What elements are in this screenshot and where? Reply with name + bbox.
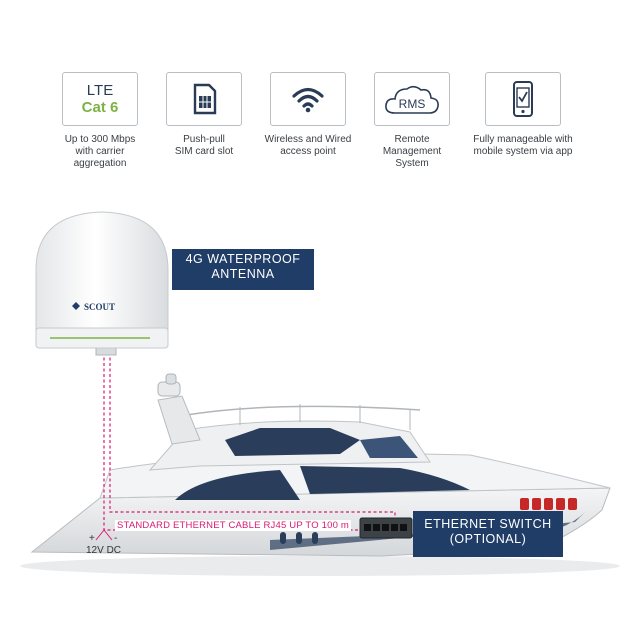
feature-sim: Push-pull SIM card slot: [156, 72, 252, 158]
feature-caption: Up to 300 Mbps with carrier aggregation: [64, 134, 136, 169]
upper-windows: [225, 428, 360, 456]
antenna-dome: SCOUT: [35, 211, 169, 356]
ethernet-switch-device: [359, 517, 413, 539]
cabin-windows: [175, 470, 300, 500]
wifi-icon: [292, 87, 324, 113]
porthole: [280, 532, 286, 544]
porthole: [312, 532, 318, 544]
hull-stripe: [270, 512, 585, 550]
lte-cat-label: Cat 6: [81, 98, 119, 116]
feature-rms: RMS Remote Management System: [364, 72, 460, 170]
red-fenders: [520, 498, 577, 510]
feature-caption: Wireless and Wired access point: [264, 134, 352, 157]
radar-arch: [157, 395, 201, 445]
cabin-windows: [300, 466, 470, 494]
lte-badge: LTE Cat 6: [62, 72, 138, 126]
phone-check-icon: [513, 81, 533, 117]
antenna-brand: SCOUT: [84, 302, 115, 312]
power-label: 12V DC: [86, 545, 122, 556]
feature-row: LTE Cat 6 Up to 300 Mbps with carrier ag…: [62, 72, 582, 182]
feature-app: Fully manageable with mobile system via …: [468, 72, 578, 158]
cable-label: STANDARD ETHERNET CABLE RJ45 UP TO 100 m: [115, 520, 352, 531]
mounted-antenna-small: [157, 373, 181, 397]
feature-caption: Fully manageable with mobile system via …: [473, 134, 573, 157]
lte-label: LTE: [86, 81, 114, 99]
ground-shadow: [20, 556, 620, 576]
power-wires: [95, 529, 113, 541]
power-plus: +: [89, 533, 95, 544]
antenna-label: 4G WATERPROOF ANTENNA: [172, 249, 314, 290]
rms-icon-text: RMS: [399, 97, 426, 111]
switch-label: ETHERNET SWITCH (OPTIONAL): [413, 511, 563, 557]
cloud-icon: RMS: [385, 85, 439, 114]
feature-lte: LTE Cat 6 Up to 300 Mbps with carrier ag…: [52, 72, 148, 170]
brand-logo-icon: [72, 302, 80, 310]
feature-wifi: Wireless and Wired access point: [260, 72, 356, 158]
sim-card-icon: [193, 83, 217, 115]
porthole: [296, 532, 302, 544]
feature-caption: Push-pull SIM card slot: [174, 134, 234, 157]
feature-caption: Remote Management System: [382, 134, 442, 169]
upper-windows: [360, 436, 418, 458]
railing: [169, 405, 421, 419]
power-minus: -: [114, 533, 118, 544]
